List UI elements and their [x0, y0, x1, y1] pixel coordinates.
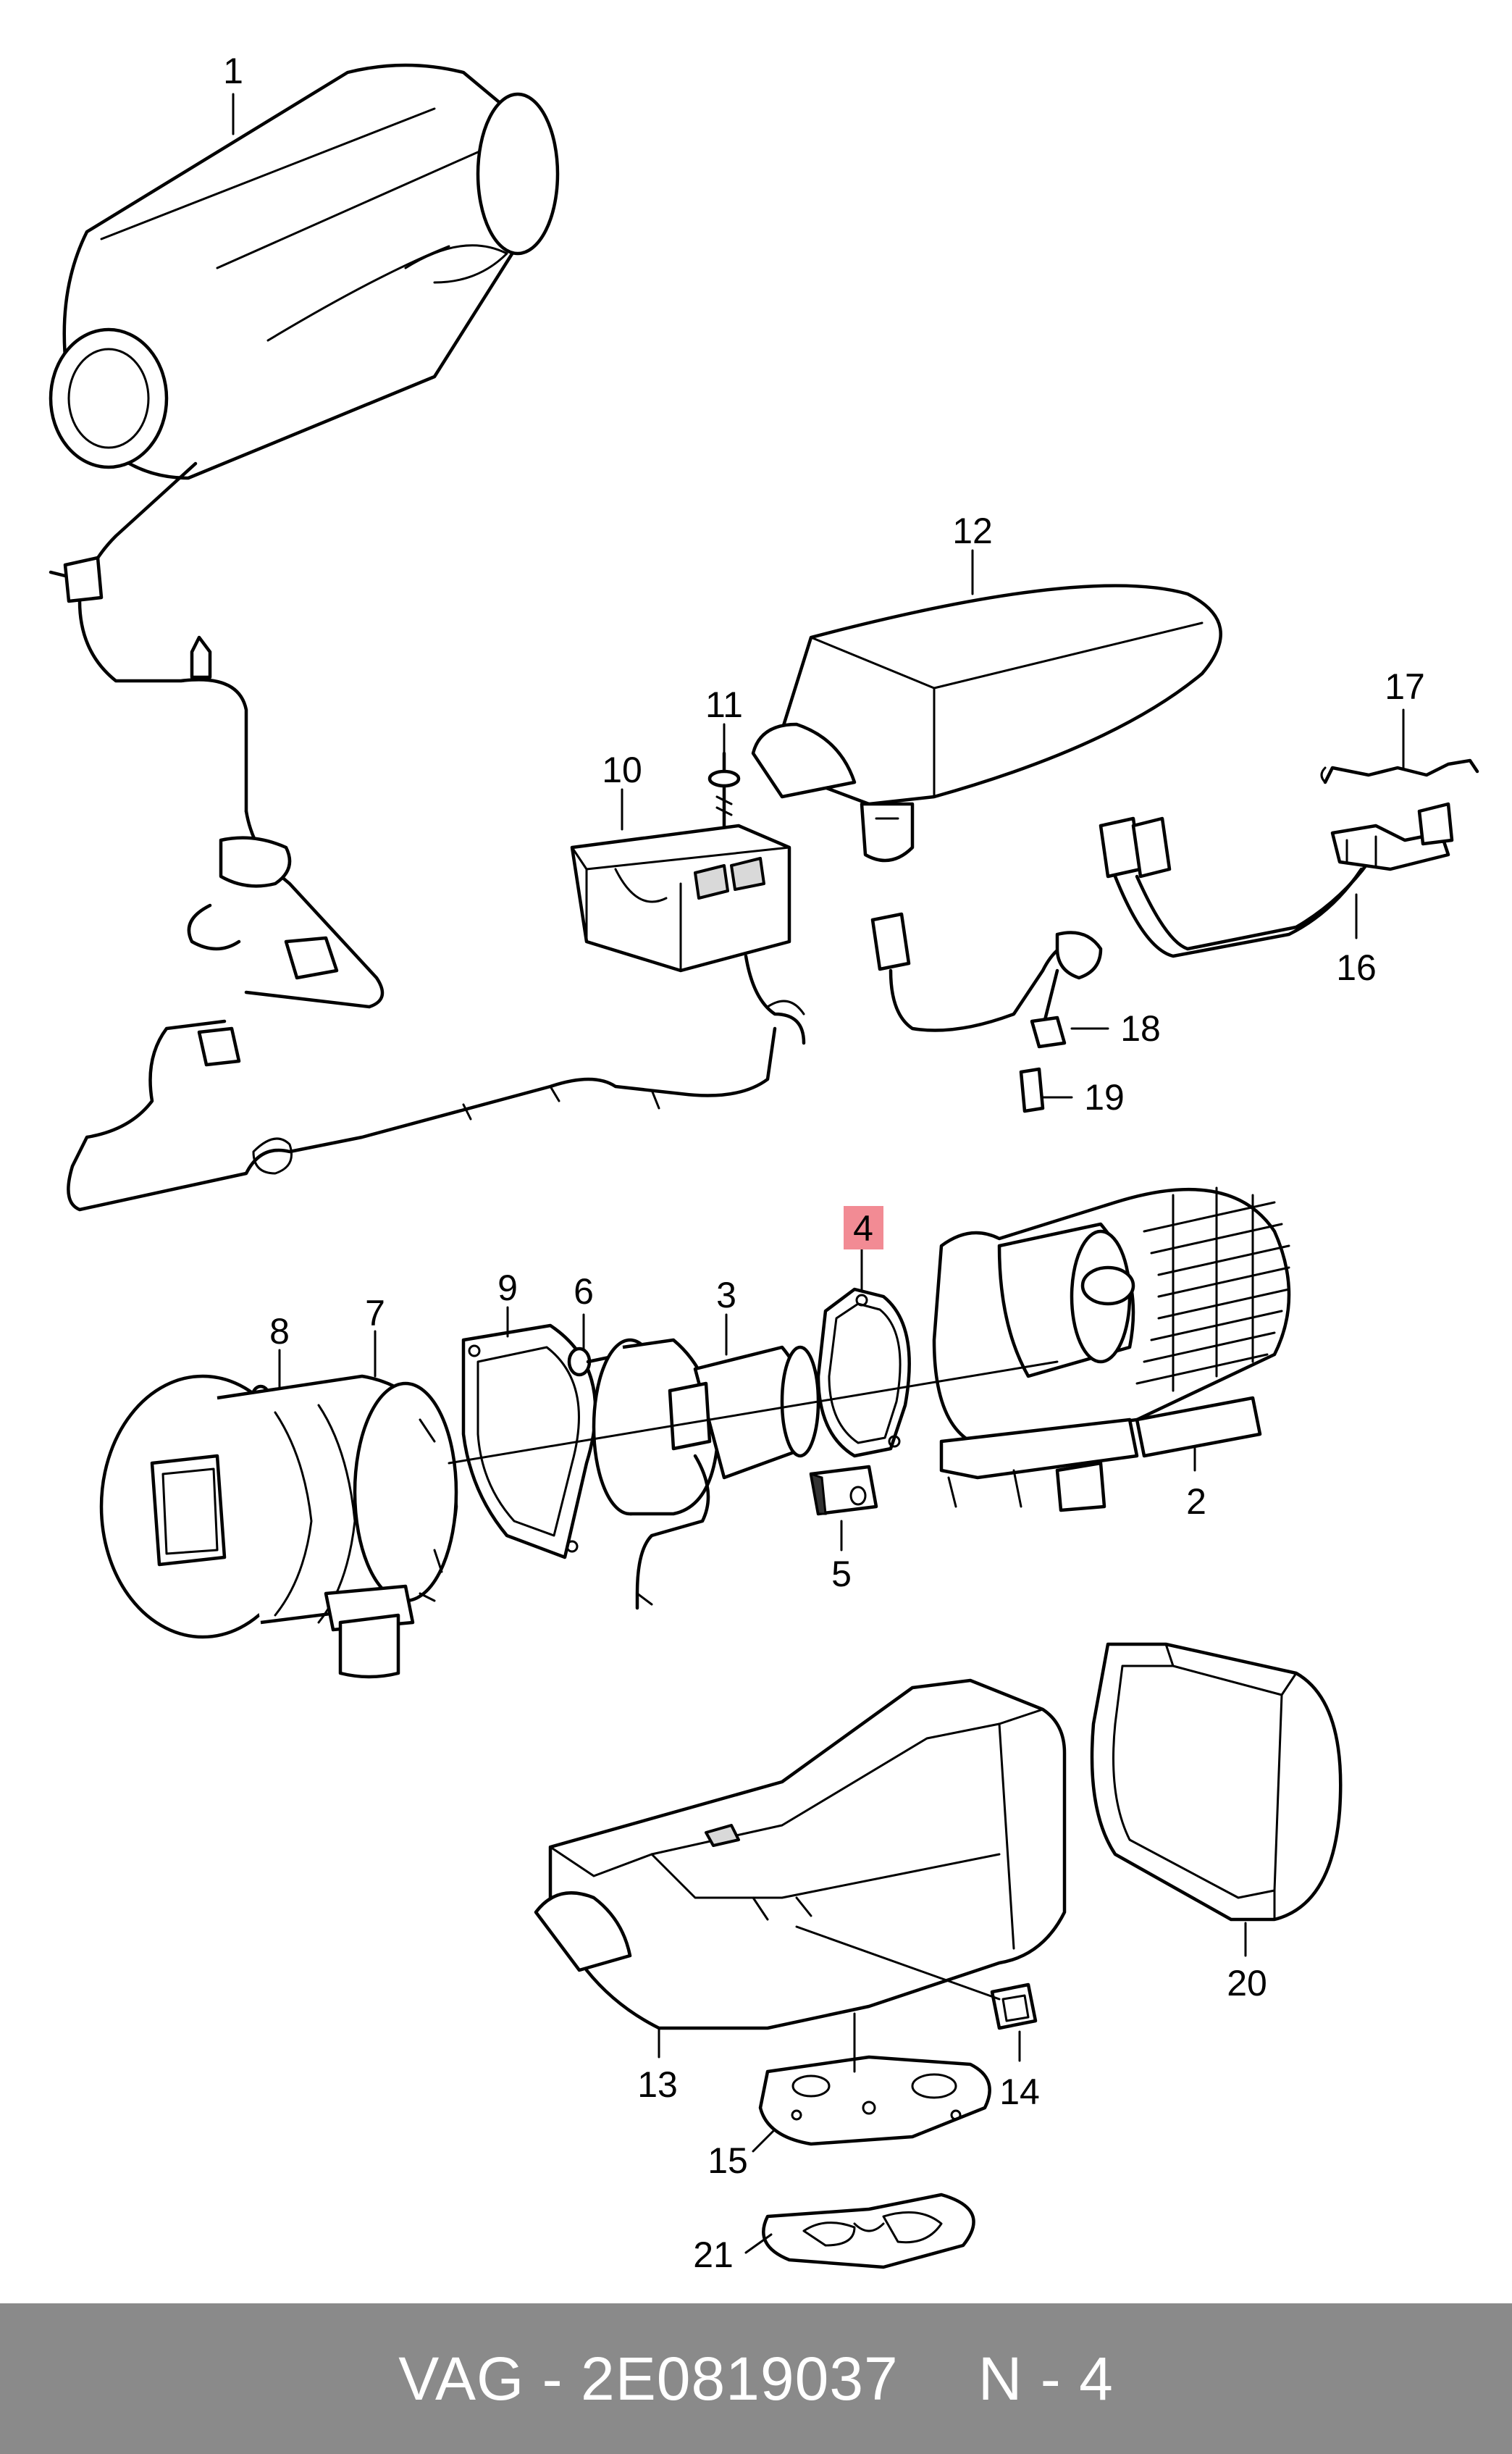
part-3-motor	[592, 1338, 820, 1610]
part-16-wiring-harness	[1099, 802, 1454, 958]
footer-position-label: N - 4	[978, 2344, 1114, 2413]
part-14-grommet	[990, 1982, 1038, 2030]
callout-14: 14	[999, 2072, 1040, 2112]
part-7-blower-housing	[99, 1374, 458, 1679]
callout-12: 12	[952, 511, 993, 551]
callout-21: 21	[693, 2235, 734, 2275]
part-5-seal	[809, 1465, 878, 1516]
callout-20: 20	[1227, 1963, 1267, 2003]
callout-15: 15	[707, 2140, 748, 2181]
part-18-sensor-cable	[870, 912, 1103, 1049]
callout-13: 13	[637, 2064, 678, 2105]
footer-bar: VAG - 2E0819037 N - 4	[0, 2303, 1512, 2454]
callout-labels: 1 2 3 4 5 6 7 8 9 10 11 12 13 14 15 16 1…	[223, 51, 1425, 2275]
parts-diagram: 1 2 3 4 5 6 7 8 9 10 11 12 13 14 15 16 1…	[49, 51, 1479, 2275]
part-20-outlet-frame	[1090, 1642, 1343, 1922]
callout-5: 5	[831, 1554, 852, 1594]
callout-11: 11	[705, 684, 743, 725]
callout-8: 8	[269, 1311, 290, 1352]
callout-19: 19	[1084, 1077, 1125, 1118]
callout-6: 6	[574, 1271, 594, 1312]
part-10-control-unit	[570, 824, 806, 1045]
part-21-base-gasket	[762, 2193, 975, 2269]
callout-16: 16	[1336, 947, 1377, 988]
callout-4: 4	[853, 1208, 873, 1249]
part-12-upper-cover	[751, 584, 1222, 863]
callout-3: 3	[716, 1275, 736, 1315]
leader-lines	[232, 93, 1405, 2254]
part-1-heater-unit	[49, 63, 777, 1212]
callout-9: 9	[497, 1268, 518, 1308]
part-11-screw	[707, 751, 741, 828]
callout-7: 7	[365, 1293, 385, 1333]
part-13-lower-housing	[534, 1678, 1067, 2030]
callout-4-highlight	[844, 1206, 883, 1249]
part-15-base-plate	[758, 2055, 991, 2146]
callout-10: 10	[602, 750, 642, 790]
part-2-heat-exchanger	[932, 1186, 1291, 1512]
footer-part-number: VAG - 2E0819037	[398, 2344, 899, 2413]
callout-2: 2	[1186, 1481, 1206, 1522]
callout-1: 1	[223, 51, 243, 91]
callout-18: 18	[1120, 1008, 1161, 1049]
assembly-axis-line	[448, 1360, 1059, 1465]
callout-17: 17	[1385, 666, 1425, 707]
part-4-gasket	[816, 1287, 911, 1458]
part-19-fuse	[1019, 1067, 1045, 1113]
part-17-bracket	[1320, 758, 1479, 784]
